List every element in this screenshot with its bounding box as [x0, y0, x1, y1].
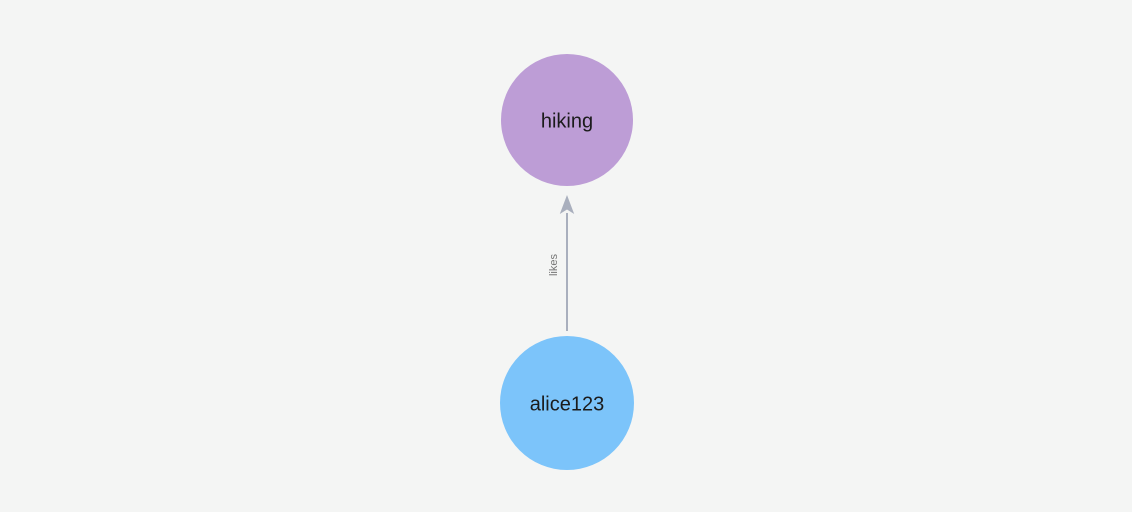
node-label-alice123: alice123 [530, 393, 605, 415]
edge-label-likes: likes [548, 254, 560, 277]
node-hiking[interactable]: hiking [501, 54, 633, 186]
arrowhead-icon [559, 195, 575, 214]
node-label-hiking: hiking [541, 110, 593, 132]
node-circle-hiking[interactable] [501, 54, 633, 186]
node-circle-alice123[interactable] [500, 336, 634, 470]
edge-likes[interactable]: likes [548, 195, 575, 331]
node-alice123[interactable]: alice123 [500, 336, 634, 470]
